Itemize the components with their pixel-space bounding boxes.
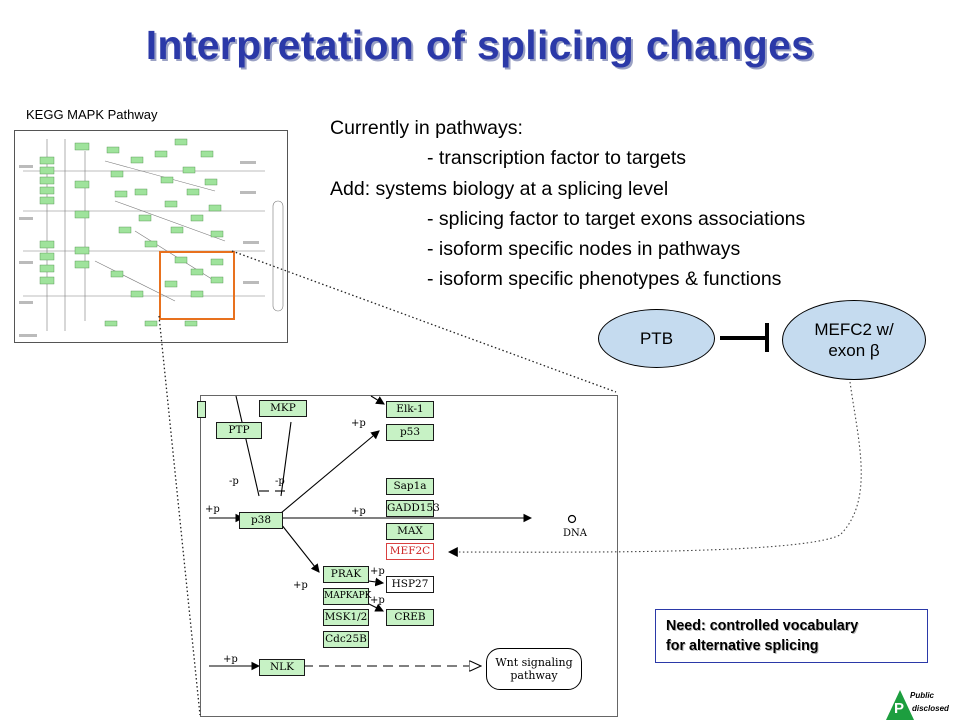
logo-letter: P [894, 700, 905, 717]
gene-box-elk1: Elk-1 [386, 401, 434, 418]
pathway-thumbnail-graphic [19, 138, 284, 337]
bullet-text: Currently in pathways: - transcription f… [330, 113, 805, 295]
wnt-label-line1: Wnt signaling [495, 656, 573, 669]
gene-box-hsp27: HSP27 [386, 576, 434, 593]
ptb-node: PTB [598, 309, 715, 368]
bullet-line-isoform-nodes: - isoform specific nodes in pathways [427, 238, 741, 261]
gene-box-p38: p38 [239, 512, 283, 529]
mefc2-node: MEFC2 w/ exon β [782, 300, 926, 380]
gene-box-creb: CREB [386, 609, 434, 626]
inhibition-line [720, 336, 768, 340]
kegg-pathway-label: KEGG MAPK Pathway [26, 107, 158, 122]
label-plus-p: +p [351, 506, 366, 517]
gene-box-max: MAX [386, 523, 434, 540]
wnt-label-line2: pathway [510, 669, 558, 682]
slide-title: Interpretation of splicing changes [145, 22, 815, 68]
need-callout-box: Need: controlled vocabulary for alternat… [655, 609, 928, 663]
zoomed-pathway-panel: MKP PTP Elk-1 p53 p38 Sap1a GADD153 MAX … [197, 395, 618, 717]
ptb-label: PTB [639, 329, 674, 348]
mefc2-label-line2: exon β [828, 341, 880, 360]
label-plus-p: +p [370, 566, 385, 577]
logo-word-disclosed: disclosed [912, 704, 949, 713]
gene-box-nlk: NLK [259, 659, 305, 676]
label-plus-p: +p [223, 654, 238, 665]
gene-box-ptp: PTP [216, 422, 262, 439]
mefc2-label-line1: MEFC2 w/ [814, 320, 894, 339]
need-line2: for alternative splicing [666, 637, 819, 654]
highlight-box [159, 251, 235, 320]
gene-box-prak: PRAK [323, 566, 369, 583]
logo-triangle [886, 690, 914, 720]
gene-box-msk12: MSK1/2 [323, 609, 369, 626]
wnt-signaling-node: Wnt signaling pathway [486, 648, 582, 690]
gene-box-p53: p53 [386, 424, 434, 441]
gene-box-cdc25b: Cdc25B [323, 631, 369, 648]
need-line1: Need: controlled vocabulary [666, 618, 859, 634]
inhibition-bar [765, 323, 769, 352]
label-dna: DNA [563, 528, 587, 539]
label-minus-p: -p [229, 476, 239, 487]
label-plus-p: +p [351, 418, 366, 429]
logo-word-public: Public [910, 691, 935, 700]
gene-box-mkp: MKP [259, 400, 307, 417]
bullet-line-tf-targets: - transcription factor to targets [427, 147, 687, 170]
kegg-pathway-thumbnail [14, 130, 288, 343]
public-disclosed-logo: P Public disclosed [884, 690, 956, 720]
gene-box-partial [197, 401, 206, 418]
label-minus-p: -p [275, 476, 285, 487]
bullet-line-splicing-factor: - splicing factor to target exons associ… [427, 207, 806, 230]
gene-box-mef2c: MEF2C [386, 543, 434, 560]
bullet-line-add: Add: systems biology at a splicing level [330, 177, 669, 200]
gene-box-mapkapk: MAPKAPK [323, 588, 371, 605]
bullet-line-isoform-phenotypes: - isoform specific phenotypes & function… [427, 268, 782, 291]
label-plus-p: +p [205, 504, 220, 515]
gene-box-gadd153: GADD153 [386, 500, 440, 517]
gene-box-sap1a: Sap1a [386, 478, 434, 495]
bullet-line-current: Currently in pathways: [330, 117, 523, 139]
label-plus-p: +p [370, 595, 385, 606]
label-plus-p: +p [293, 580, 308, 591]
